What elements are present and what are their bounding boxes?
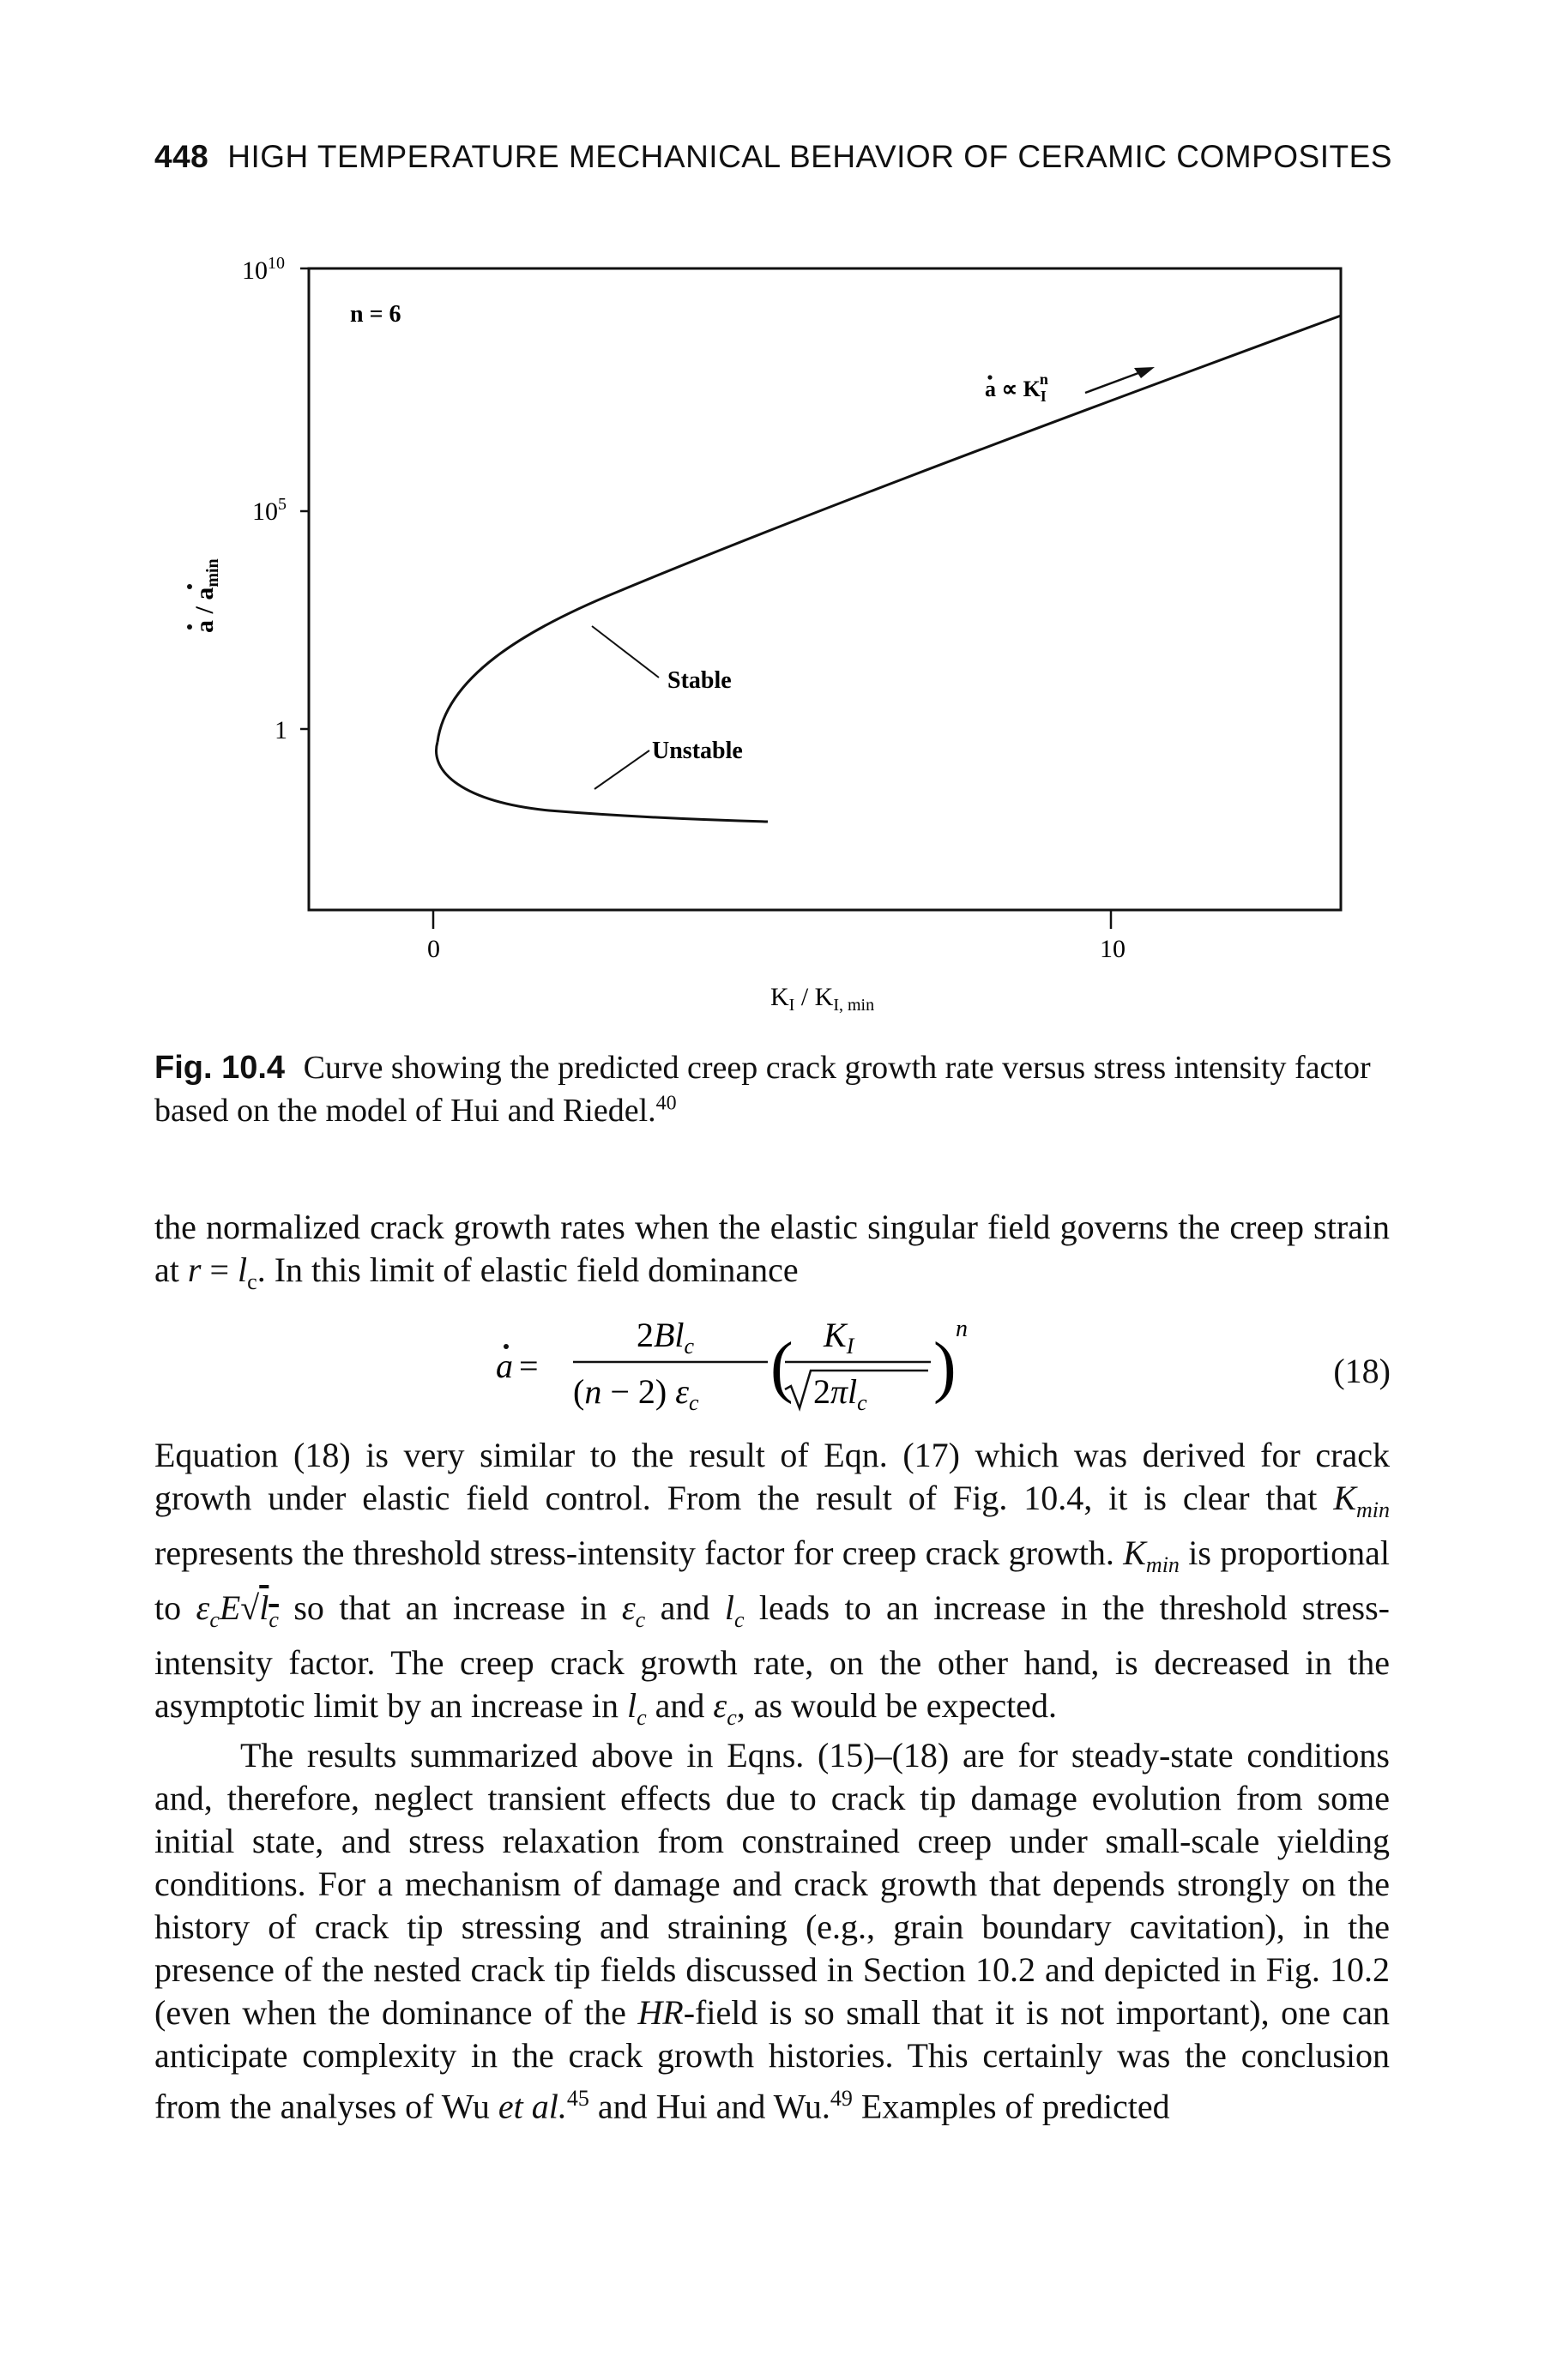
crack-growth-figure: 1010 105 1 0 10 KI / KI, min a / amin n … [187,254,1343,1015]
y-tick-label-1e10: 1010 [242,254,285,285]
figure-caption-ref: 40 [655,1092,677,1115]
plot-frame [307,267,1343,912]
relation-label: a ∝ KIn [985,371,1048,405]
stable-label: Stable [667,667,732,694]
equation-18: a = 2Blc (n − 2) εc ( KI 2πlc ) n [496,1316,968,1415]
y-tick-label-1e5: 105 [252,495,287,526]
x-axis-label: KI / KI, min [770,983,874,1015]
svg-text:(n − 2) εc: (n − 2) εc [573,1372,699,1415]
y-tick-label-1: 1 [275,716,287,744]
paragraph-2: Equation (18) is very similar to the res… [154,1436,1390,1730]
running-title: HIGH TEMPERATURE MECHANICAL BEHAVIOR OF … [227,139,1392,174]
svg-text:a / amin: a / amin [190,558,222,633]
svg-text:(: ( [770,1329,794,1405]
svg-text:2πlc: 2πlc [813,1372,867,1415]
relation-dot [987,375,993,380]
relation-arrow-line [1084,369,1146,395]
running-header: 448 HIGH TEMPERATURE MECHANICAL BEHAVIOR … [154,139,1392,175]
paragraph-1: the normalized crack growth rates when t… [154,1208,1390,1294]
paragraph-3: The results summarized above in Eqns. (1… [154,1736,1391,2126]
stable-leader-line [591,625,660,678]
x-tick-label-10: 10 [1100,935,1126,963]
unstable-branch-curve [435,741,769,823]
y-axis-label: a / amin [187,558,222,633]
figure-caption: Fig. 10.4 Curve showing the predicted cr… [154,1046,1390,1132]
svg-text:KI: KI [823,1316,855,1359]
svg-text:n: n [956,1316,968,1342]
svg-text:): ) [933,1329,957,1405]
unstable-leader-line [594,750,650,790]
x-tick-label-0: 0 [427,935,440,963]
page-number: 448 [154,139,209,174]
stable-branch-curve [436,314,1342,743]
n-label: n = 6 [350,301,401,328]
equation-number: (18) [1333,1352,1391,1390]
svg-text:a: a [496,1347,513,1385]
figure-caption-label: Fig. 10.4 [154,1050,286,1086]
unstable-label: Unstable [652,738,743,764]
relation-arrowhead [1134,367,1155,378]
svg-text:2Blc: 2Blc [637,1316,695,1359]
svg-text:=: = [519,1347,539,1385]
figure-caption-text: Curve showing the predicted creep crack … [154,1050,1371,1129]
